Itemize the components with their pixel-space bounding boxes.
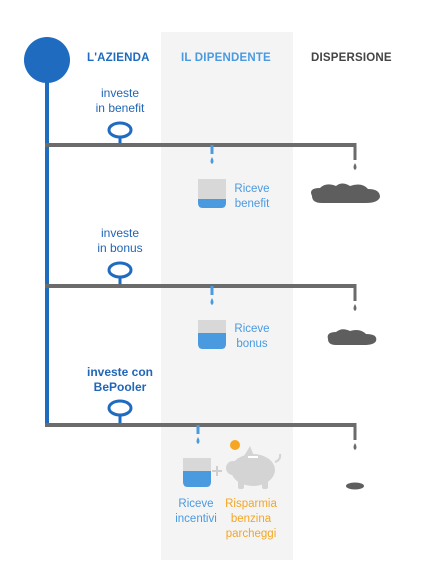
company-source-circle bbox=[24, 37, 70, 83]
receive-label-row-3: Riceve incentivi bbox=[166, 497, 226, 527]
drop-icon bbox=[353, 443, 357, 450]
glass-icon bbox=[198, 179, 226, 208]
puddle-icon-large bbox=[311, 183, 380, 203]
receive-label-line1: Riceve bbox=[234, 183, 270, 195]
drop-icon bbox=[353, 163, 357, 170]
header-employee: IL DIPENDENTE bbox=[181, 52, 271, 64]
savings-label-line1: Risparmia bbox=[225, 498, 277, 510]
invest-label-row-2: investe in bonus bbox=[78, 226, 162, 256]
drop-icon bbox=[353, 304, 357, 311]
receive-label-row-2: Riceve bonus bbox=[226, 322, 278, 352]
header-company: L'AZIENDA bbox=[87, 52, 150, 64]
invest-label-row-3: investe con BePooler bbox=[70, 365, 170, 395]
drop-icon bbox=[196, 437, 200, 444]
valve-icon bbox=[107, 399, 133, 423]
invest-label-row-1: investe in benefit bbox=[78, 86, 162, 116]
receive-label-row-1: Riceve benefit bbox=[226, 182, 278, 212]
receive-label-line2: bonus bbox=[236, 338, 268, 350]
invest-label-line2: in benefit bbox=[95, 101, 145, 115]
invest-label-line1: investe bbox=[100, 226, 140, 240]
valve-icon bbox=[107, 261, 133, 284]
puddle-icon-medium bbox=[327, 329, 377, 345]
invest-label-line2: in bonus bbox=[97, 241, 143, 255]
pipe-row-3 bbox=[45, 423, 357, 440]
pipe-row-1 bbox=[45, 143, 357, 160]
piggy-bank-icon bbox=[226, 446, 282, 489]
glass-icon bbox=[183, 458, 211, 487]
pipe-row-2 bbox=[45, 284, 357, 301]
savings-label: Risparmia benzina parcheggi bbox=[218, 497, 284, 542]
coin-icon bbox=[230, 440, 240, 450]
receive-label-line1: Riceve bbox=[178, 498, 214, 510]
drop-icon bbox=[210, 298, 214, 305]
invest-label-line1: investe bbox=[100, 86, 140, 100]
plus-icon bbox=[212, 466, 222, 476]
header-dispersion: DISPERSIONE bbox=[311, 52, 392, 64]
glass-icon bbox=[198, 320, 226, 349]
savings-label-line3: parcheggi bbox=[225, 528, 277, 540]
invest-label-line2: BePooler bbox=[93, 380, 147, 394]
valve-icon bbox=[107, 121, 133, 143]
puddle-icon-small bbox=[346, 482, 364, 490]
receive-label-line1: Riceve bbox=[234, 323, 270, 335]
receive-label-line2: incentivi bbox=[175, 513, 217, 525]
receive-label-line2: benefit bbox=[234, 198, 270, 210]
invest-label-line1: investe con bbox=[86, 365, 154, 379]
savings-label-line2: benzina bbox=[230, 513, 272, 525]
drop-icon bbox=[210, 157, 214, 164]
